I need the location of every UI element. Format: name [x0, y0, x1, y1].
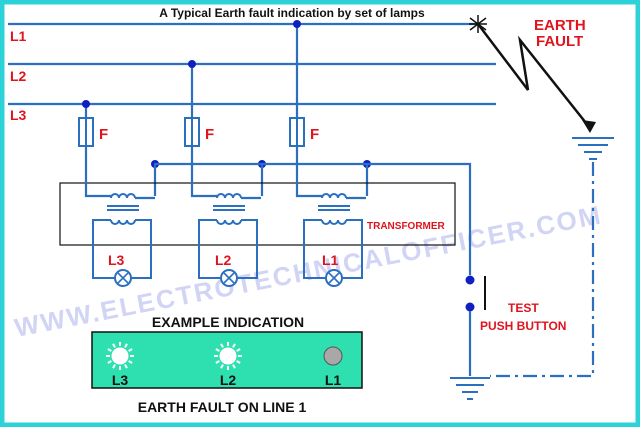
fuses [78, 117, 305, 147]
line-label-l3: L3 [10, 107, 27, 123]
lamp-loop [237, 219, 258, 279]
lamp-circuits [92, 219, 363, 287]
lamp-loop [342, 219, 363, 279]
earth-label: EARTH [534, 17, 586, 34]
line-label-l1: L1 [10, 28, 27, 44]
lamp-ray [232, 343, 236, 348]
earth-fault-zigzag [477, 23, 591, 129]
lamp-ray [128, 348, 133, 352]
lamp-ray [215, 360, 220, 364]
fuse-label-l1: F [310, 126, 319, 143]
test-label: TEST [508, 301, 539, 315]
lamp-loop [131, 219, 152, 279]
diagram-title: A Typical Earth fault indication by set … [159, 6, 425, 20]
lamp-ray [236, 348, 241, 352]
fault-label: FAULT [536, 33, 583, 50]
transformer-coil [321, 219, 347, 225]
primary-lead [295, 146, 322, 198]
lamp-ray [124, 364, 128, 369]
earth-ground-icon-right [572, 137, 614, 160]
transformer-coil [216, 193, 242, 199]
lamp-ray [128, 360, 133, 364]
lamp-ray [236, 360, 241, 364]
example-lamp-label-l1: L1 [325, 372, 342, 388]
lamp-cross [223, 272, 235, 284]
lamp-label-l3: L3 [108, 252, 125, 268]
lamp-ray [220, 343, 224, 348]
lamp-ray [220, 364, 224, 369]
example-heading: EXAMPLE INDICATION [152, 314, 304, 330]
transformer-label: TRANSFORMER [367, 221, 446, 232]
transformer-coil [110, 193, 136, 199]
lamp-label-l1: L1 [322, 252, 339, 268]
lamp-ray [215, 348, 220, 352]
lamp-cross [117, 272, 129, 284]
fuse-label-l3: F [99, 126, 108, 143]
primary-lead [190, 146, 217, 198]
test-push-button [465, 275, 486, 376]
title-bg [110, 5, 478, 20]
lamp-loop [303, 219, 326, 279]
lamp-ray [112, 364, 116, 369]
transformers [84, 146, 366, 225]
lamp-ray [232, 364, 236, 369]
earth-return-path [490, 162, 595, 378]
primary-lead [84, 146, 111, 198]
example-caption: EARTH FAULT ON LINE 1 [138, 399, 307, 415]
lamp-ray [107, 348, 112, 352]
lamp-ray [107, 360, 112, 364]
common-wire [153, 162, 472, 275]
transformer-coil [110, 219, 136, 225]
earth-ground-icon-left [450, 377, 490, 400]
fuse-label-l2: F [205, 126, 214, 143]
lamp-ray [112, 343, 116, 348]
fault-arrow-head [582, 120, 596, 133]
line-label-l2: L2 [10, 68, 27, 84]
lamp-cross [328, 272, 340, 284]
lamp-label-l2: L2 [215, 252, 232, 268]
transformer-coil [321, 193, 347, 199]
example-lamp-label-l2: L2 [220, 372, 237, 388]
transformer-coil [216, 219, 242, 225]
push-button-label: PUSH BUTTON [480, 319, 566, 333]
lamp-off-icon [323, 346, 343, 366]
lamp-loop [92, 219, 115, 279]
lamp-on-icon [111, 347, 129, 365]
fault-spark-icon [469, 15, 487, 33]
lamp-on-icon [219, 347, 237, 365]
example-lamp-label-l3: L3 [112, 372, 129, 388]
example-lamps [106, 342, 343, 370]
lamp-ray [124, 343, 128, 348]
lamp-loop [198, 219, 221, 279]
